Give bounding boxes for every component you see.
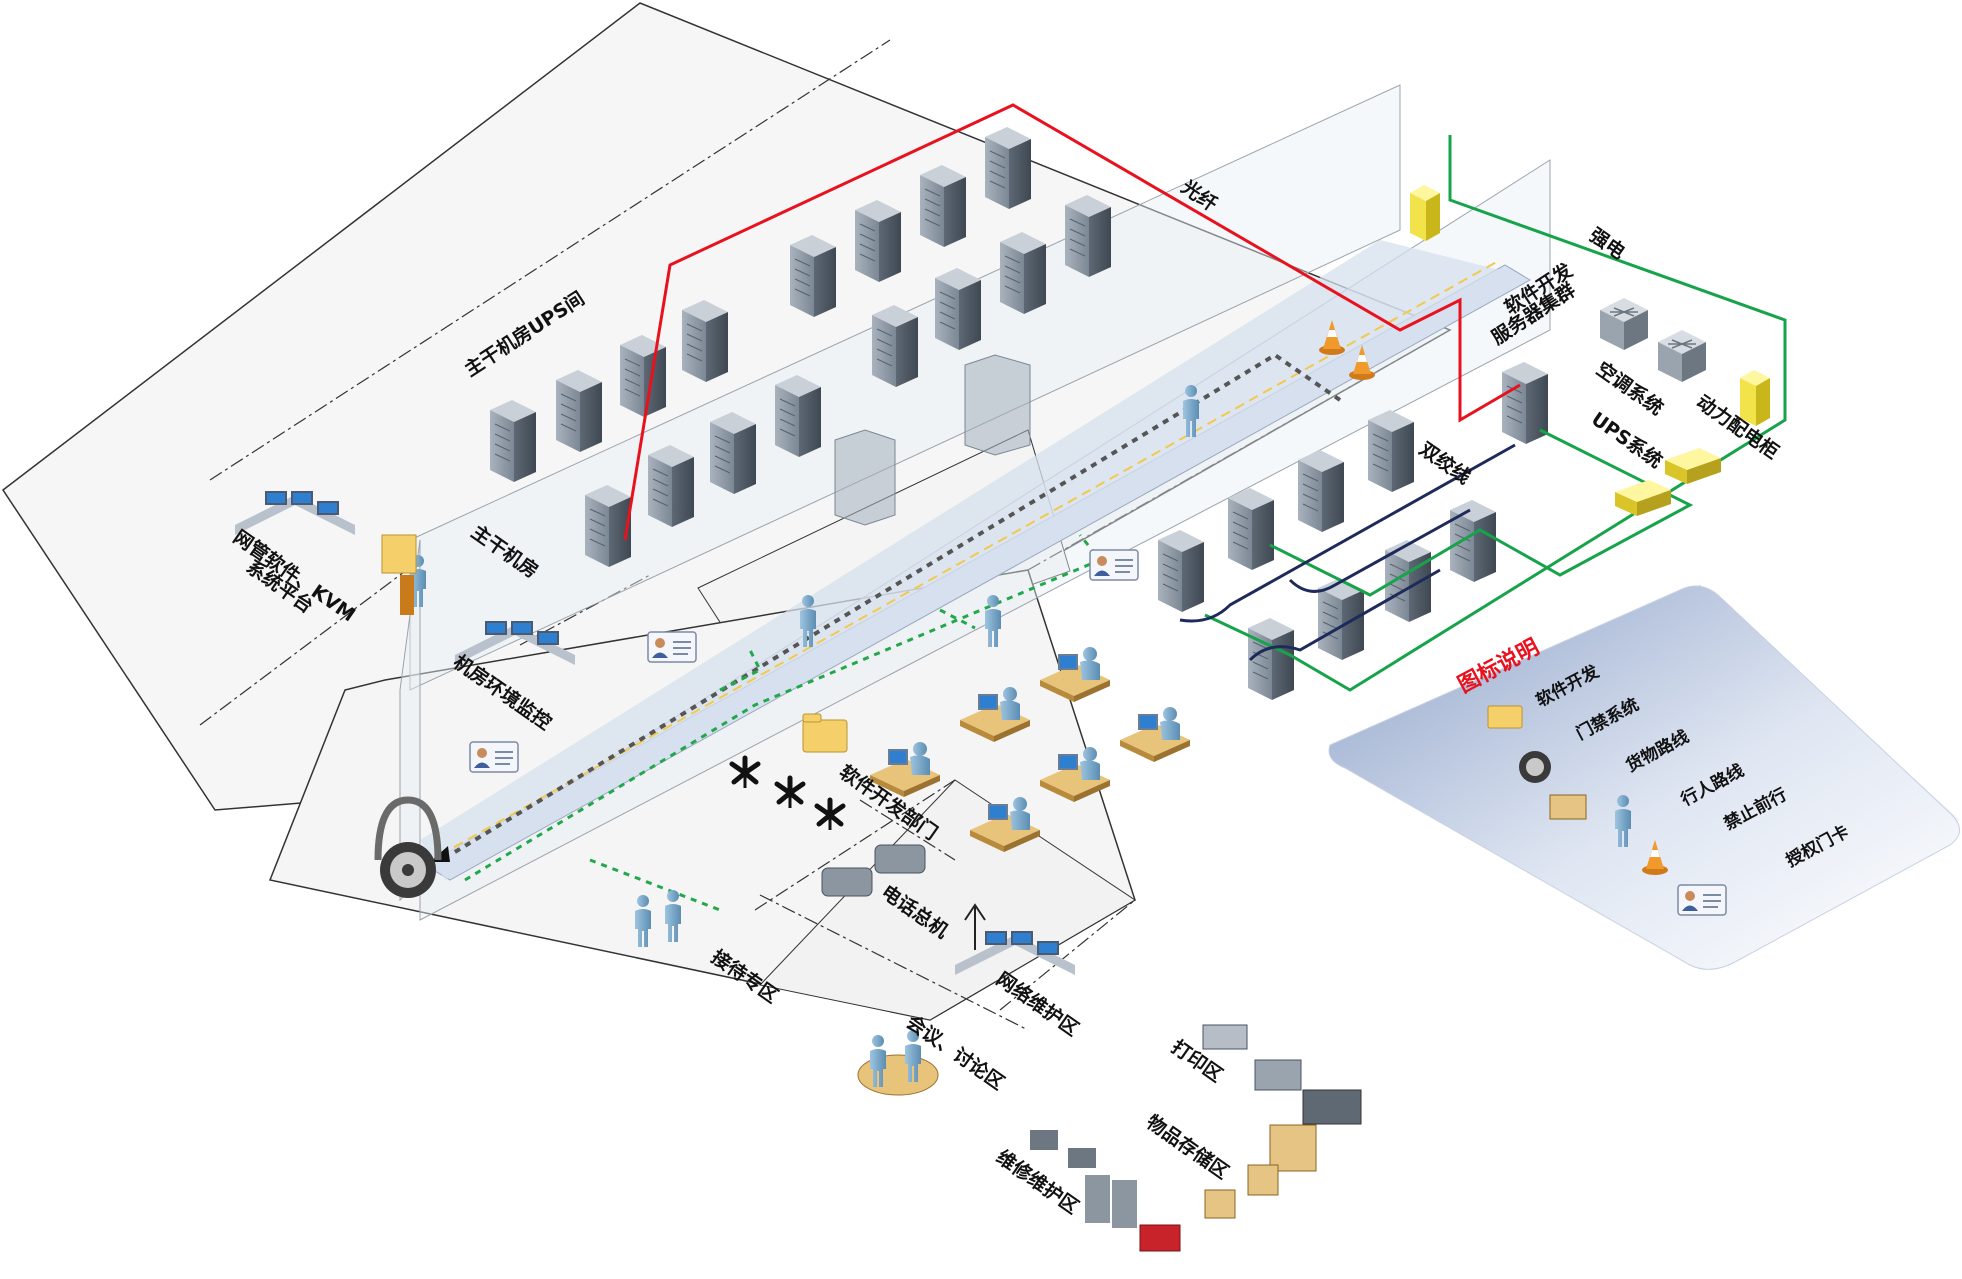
storage-boxes [1204,1124,1317,1219]
power-cable [1204,135,1787,692]
idcard-3 [469,741,519,773]
fiber-cable [623,103,1521,541]
ups-units [1615,448,1721,516]
twisted-pair-cables [1179,443,1516,662]
idcard-1 [1089,549,1139,581]
label-net-maint: 网络维护区 [992,967,1083,1040]
zone-dividers [199,39,1451,1031]
meeting-table [857,1030,939,1096]
access-lock [374,796,442,898]
antenna-icon [964,903,986,950]
corridor-center-line [439,259,1501,856]
corridor-band [420,240,1520,880]
legend-panel [1328,585,1960,970]
label-storage: 物品存储区 [1142,1110,1233,1183]
pedestrian-route [464,534,1103,912]
folder-icon [802,713,848,753]
idcard-2 [647,631,697,663]
podium [381,534,417,615]
repair-equipment [1030,1130,1181,1252]
translucent-racks [834,354,1031,526]
label-twisted-pair: 双绞线 [1415,437,1475,489]
printer-icons [1202,1024,1362,1125]
phone-icons [821,844,926,897]
